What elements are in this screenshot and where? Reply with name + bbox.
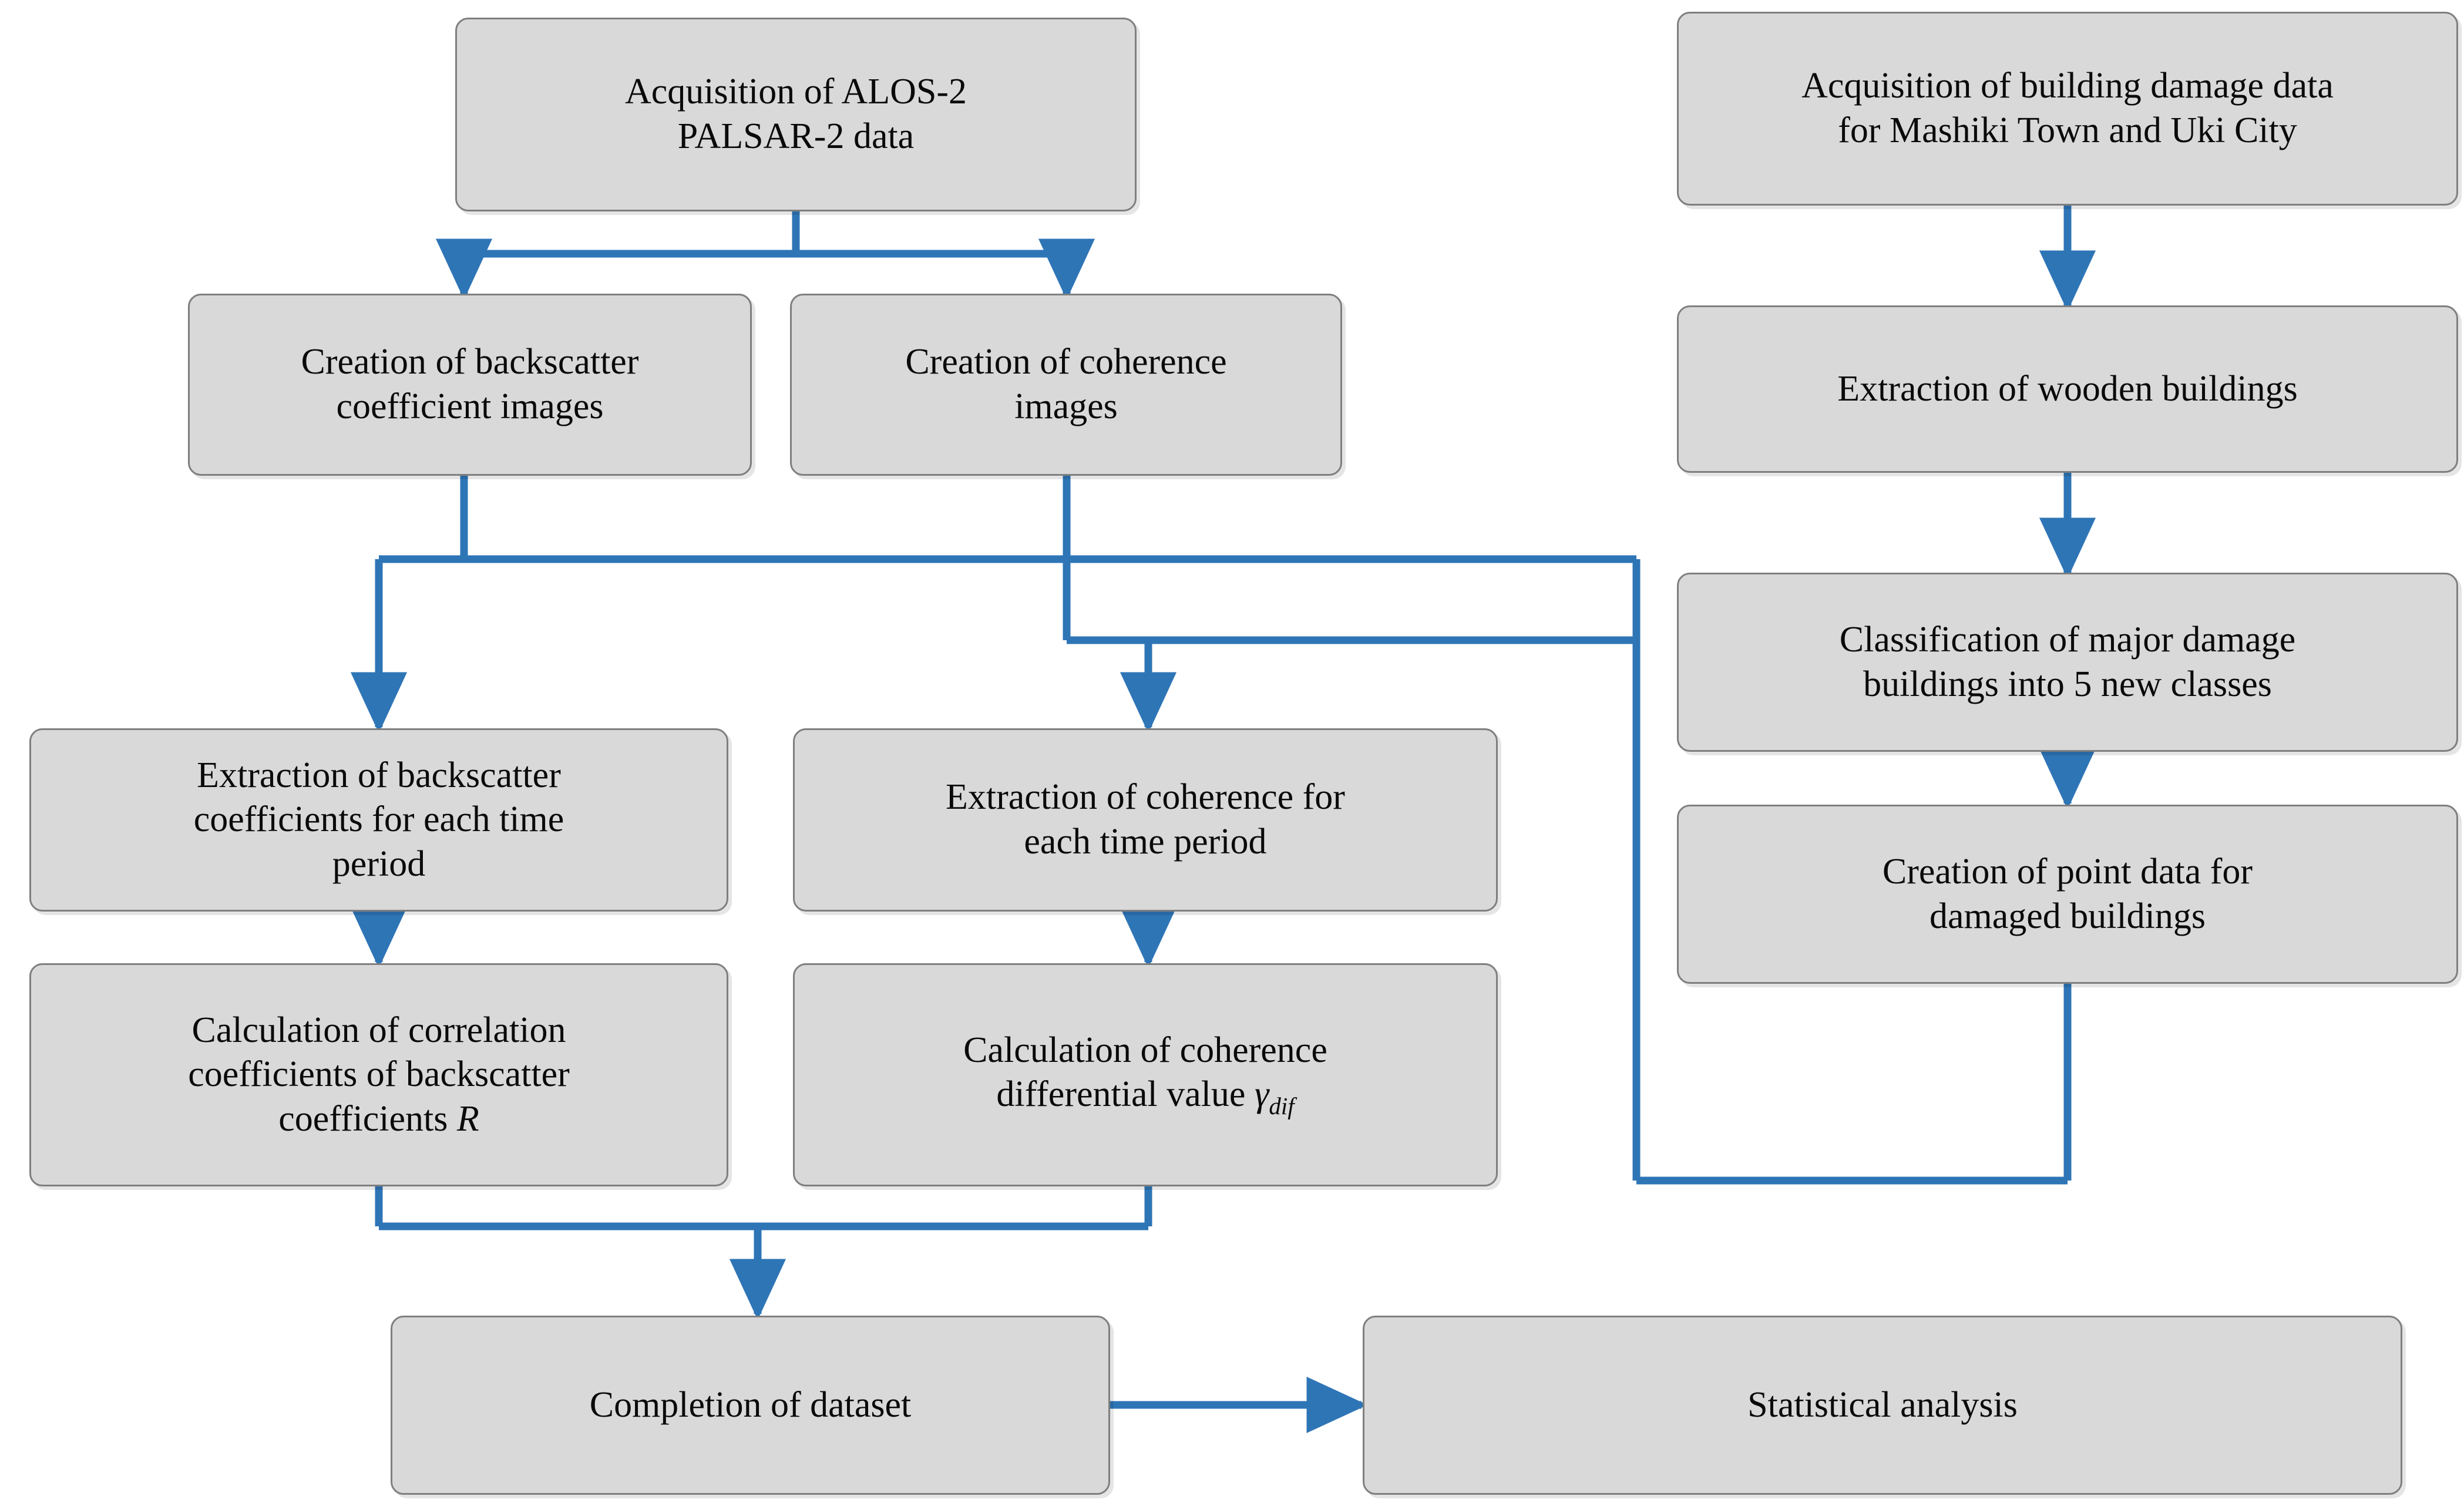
node-label: Creation of coherence images <box>905 342 1227 426</box>
node-label-symbol-gamma: γ <box>1254 1074 1269 1115</box>
node-extract-backscatter[interactable]: Extraction of backscatter coefficients f… <box>29 728 728 912</box>
node-label: Extraction of coherence for each time pe… <box>946 777 1345 862</box>
node-calc-correlation[interactable]: Calculation of correlation coefficients … <box>29 963 728 1186</box>
node-acq-alos[interactable]: Acquisition of ALOS-2 PALSAR-2 data <box>455 18 1137 211</box>
node-label: Acquisition of building damage data for … <box>1801 66 2334 150</box>
node-statistical-analysis[interactable]: Statistical analysis <box>1363 1316 2402 1495</box>
node-label-symbol-R: R <box>456 1098 479 1139</box>
node-create-backscatter[interactable]: Creation of backscatter coefficient imag… <box>188 294 752 476</box>
node-calc-coherence-diff[interactable]: Calculation of coherence differential va… <box>793 963 1498 1186</box>
node-label: Completion of dataset <box>589 1384 912 1425</box>
node-label: Extraction of wooden buildings <box>1837 368 2298 409</box>
node-extract-coherence[interactable]: Extraction of coherence for each time pe… <box>793 728 1498 912</box>
node-label: Classification of major damage buildings… <box>1839 619 2296 704</box>
node-label: Acquisition of ALOS-2 PALSAR-2 data <box>624 72 967 156</box>
node-label: Creation of backscatter coefficient imag… <box>301 342 639 426</box>
node-label: Calculation of coherence differential va… <box>948 1028 1343 1121</box>
node-label: Creation of point data for damaged build… <box>1882 851 2253 936</box>
node-label: Calculation of correlation coefficients … <box>173 1008 585 1142</box>
node-classify-damage[interactable]: Classification of major damage buildings… <box>1677 573 2458 752</box>
node-label: Extraction of backscatter coefficients f… <box>193 755 564 884</box>
node-label-text: Calculation of correlation coefficients … <box>188 1010 570 1139</box>
node-create-coherence[interactable]: Creation of coherence images <box>790 294 1342 476</box>
node-label-text: Calculation of coherence differential va… <box>963 1030 1327 1115</box>
node-extract-wooden[interactable]: Extraction of wooden buildings <box>1677 305 2458 473</box>
node-create-point-data[interactable]: Creation of point data for damaged build… <box>1677 805 2458 984</box>
node-label: Statistical analysis <box>1747 1384 2018 1425</box>
node-acq-damage[interactable]: Acquisition of building damage data for … <box>1677 12 2458 206</box>
node-label-subscript-dif: dif <box>1269 1093 1295 1120</box>
node-completion-dataset[interactable]: Completion of dataset <box>391 1316 1110 1495</box>
